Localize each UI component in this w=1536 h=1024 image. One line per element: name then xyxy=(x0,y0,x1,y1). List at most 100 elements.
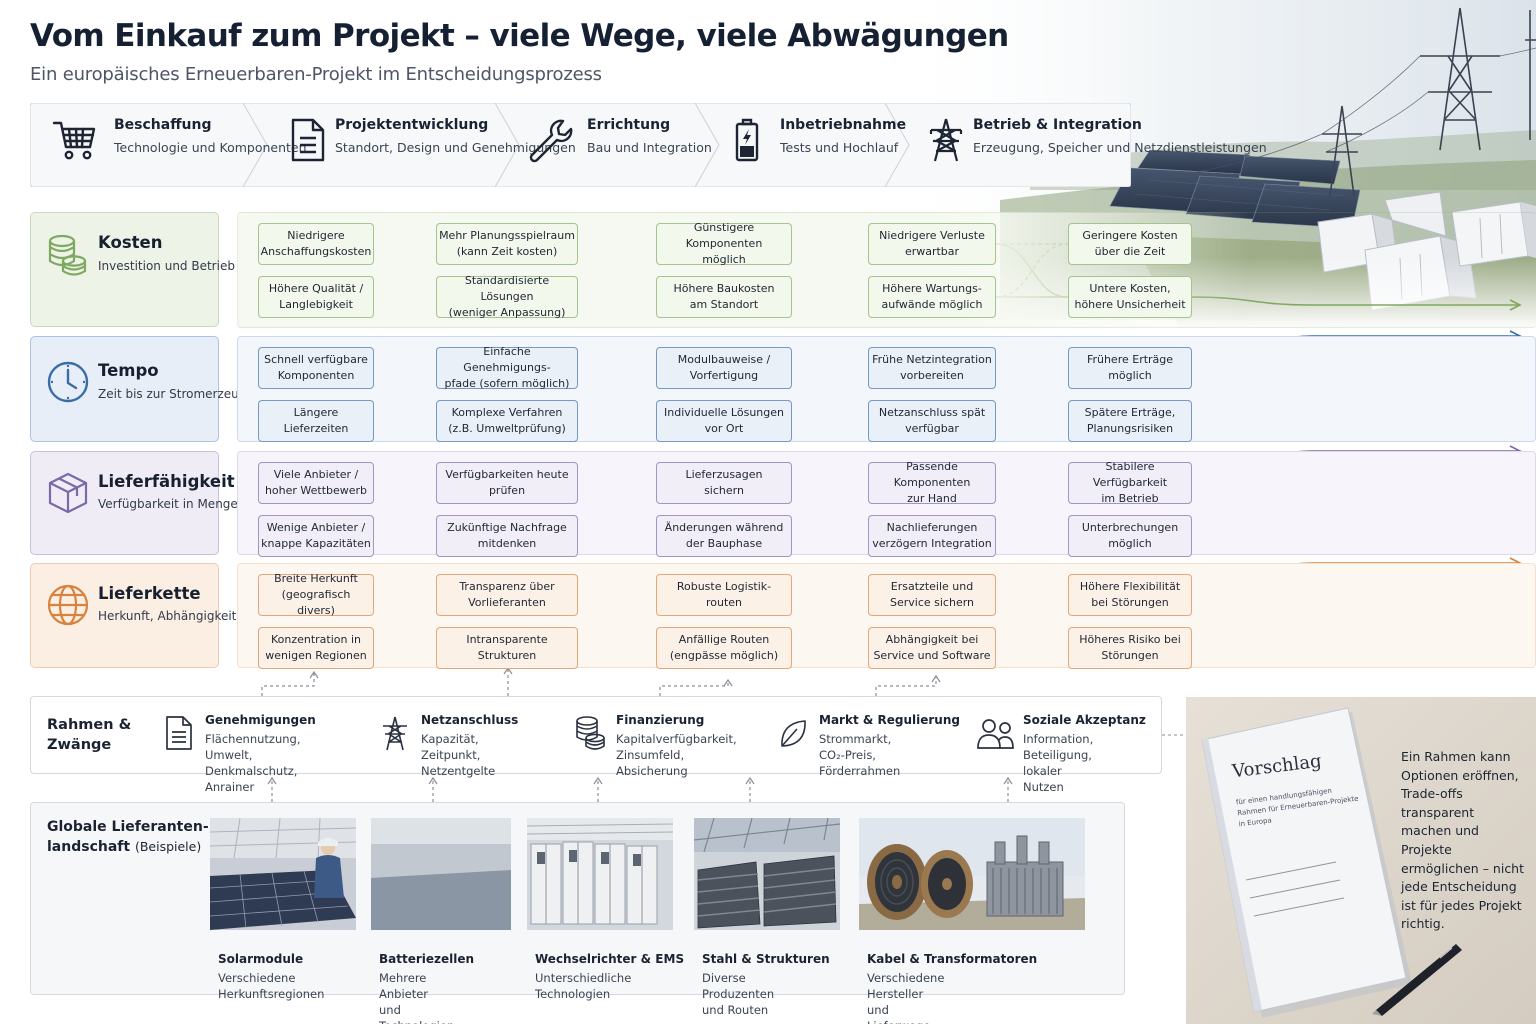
wrench-icon xyxy=(529,119,573,163)
package-icon xyxy=(48,472,88,514)
arrow-head xyxy=(745,776,755,785)
option-box[interactable]: Abhängigkeit bei Service und Software xyxy=(868,627,996,669)
constraint-desc: Strommarkt, CO₂-Preis, Förderrahmen xyxy=(819,732,901,778)
constraint-arrows xyxy=(261,666,1184,802)
category-desc: Zeit bis zur Stromerzeugung xyxy=(98,387,270,401)
phase-errichtung[interactable]: Errichtung Bau und Integration xyxy=(507,103,712,187)
option-box[interactable]: Höhere Qualität / Langlebigkeit xyxy=(258,276,374,318)
option-box[interactable]: Wenige Anbieter / knappe Kapazitäten xyxy=(258,515,374,557)
category-title: Lieferfähigkeit xyxy=(98,472,235,491)
option-box[interactable]: Höheres Risiko bei Störungen xyxy=(1068,627,1192,669)
option-box[interactable]: Unterbrechungen möglich xyxy=(1068,515,1192,557)
option-box[interactable]: Schnell verfügbare Komponenten xyxy=(258,347,374,389)
option-box[interactable]: Passende Komponenten zur Hand xyxy=(868,460,996,505)
option-box[interactable]: Höhere Wartungs- aufwände möglich xyxy=(868,276,996,318)
constraint-arrow xyxy=(659,680,729,696)
option-box[interactable]: Ersatzteile und Service sichern xyxy=(868,574,996,616)
phase-title: Beschaffung xyxy=(114,117,212,133)
option-box[interactable]: Nachlieferungen verzögern Integration xyxy=(868,515,996,557)
people-icon xyxy=(977,719,1014,749)
arrow-head xyxy=(267,776,277,785)
globe-icon xyxy=(47,584,89,626)
global-title-hint: (Beispiele) xyxy=(134,839,202,854)
phase-inbetriebnahme[interactable]: Inbetriebnahme Tests und Hochlauf xyxy=(707,103,906,187)
option-box[interactable]: Niedrigere Verluste erwartbar xyxy=(868,223,996,265)
arrow-head xyxy=(1003,776,1013,785)
phase-desc: Bau und Integration xyxy=(587,140,712,155)
option-box[interactable]: Verfügbarkeiten heute prüfen xyxy=(436,462,578,504)
constraint-title: Soziale Akzeptanz xyxy=(1023,713,1146,727)
category-title: Kosten xyxy=(98,233,163,252)
option-box[interactable]: Untere Kosten, höhere Unsicherheit xyxy=(1068,276,1192,318)
phase-desc: Tests und Hochlauf xyxy=(780,140,899,155)
coins-icon xyxy=(48,234,87,276)
phase-chevrons xyxy=(30,103,1131,187)
option-box[interactable]: Stabilere Verfügbarkeit im Betrieb xyxy=(1068,460,1192,505)
supplier-desc: Verschiedene Herkunftsregionen xyxy=(218,971,325,1001)
option-box[interactable]: Individuelle Lösungen vor Ort xyxy=(656,400,792,442)
phase-title: Projektentwicklung xyxy=(335,117,489,133)
phase-projektentwicklung[interactable]: Projektentwicklung Standort, Design und … xyxy=(255,103,576,187)
option-box[interactable]: Spätere Erträge, Planungsrisiken xyxy=(1068,400,1192,442)
supplier-title: Solarmodule xyxy=(218,952,304,966)
arrow-head xyxy=(723,678,733,687)
option-box[interactable]: Zukünftige Nachfrage mitdenken xyxy=(436,515,578,557)
option-box[interactable]: Breite Herkunft (geografisch divers) xyxy=(258,572,374,617)
global-title-line1: Globale Lieferanten- xyxy=(47,819,209,835)
phase-betrieb-integration[interactable]: Betrieb & Integration Erzeugung, Speiche… xyxy=(897,103,1267,187)
option-box[interactable]: Einfache Genehmigungs- pfade (sofern mög… xyxy=(436,345,578,390)
option-box[interactable]: Änderungen während der Bauphase xyxy=(656,515,792,557)
shopping-cart-icon xyxy=(52,121,96,160)
option-box[interactable]: Niedrigere Anschaffungskosten xyxy=(258,223,374,265)
category-title: Tempo xyxy=(98,361,159,380)
option-box[interactable]: Konzentration in wenigen Regionen xyxy=(258,627,374,669)
phase-desc: Erzeugung, Speicher und Netzdienstleistu… xyxy=(973,140,1267,155)
arrow-head xyxy=(931,674,941,683)
category-title: Lieferkette xyxy=(98,584,201,603)
phase-desc: Standort, Design und Genehmigungen xyxy=(335,140,576,155)
option-box[interactable]: Komplexe Verfahren (z.B. Umweltprüfung) xyxy=(436,400,578,442)
option-box[interactable]: Robuste Logistik- routen xyxy=(656,574,792,616)
global-title: Globale Lieferanten-landschaft (Beispiel… xyxy=(47,817,209,857)
phase-beschaffung[interactable]: Beschaffung Technologie und Komponenten xyxy=(30,103,307,187)
option-box[interactable]: Günstigere Komponenten möglich xyxy=(656,221,792,266)
option-box[interactable]: Lieferzusagen sichern xyxy=(656,462,792,504)
arrow-head xyxy=(309,670,319,679)
document-icon xyxy=(291,118,325,162)
option-box[interactable]: Standardisierte Lösungen (weniger Anpass… xyxy=(436,274,578,319)
constraints-panel: Rahmen & Zwänge Genehmigungen Flächennut… xyxy=(30,696,1162,794)
option-box[interactable]: Frühe Netzintegration vorbereiten xyxy=(868,347,996,389)
proposal-document xyxy=(1201,707,1412,1018)
constraint-title: Markt & Regulierung xyxy=(819,713,960,727)
supplier-title: Wechselrichter & EMS xyxy=(535,952,685,966)
solar-factory-photo xyxy=(210,818,356,930)
option-box[interactable]: Höhere Flexibilität bei Störungen xyxy=(1068,574,1192,616)
constraint-desc: Flächennutzung, Umwelt, Denkmalschutz, A… xyxy=(205,732,301,794)
power-pylon-icon xyxy=(929,118,963,162)
option-box[interactable]: Netzanschluss spät verfügbar xyxy=(868,400,996,442)
supplier-desc: Unterschiedliche Technologien xyxy=(535,971,632,1001)
page-subtitle: Ein europäisches Erneuerbaren-Projekt im… xyxy=(30,64,602,85)
global-supplier-panel: Globale Lieferanten-landschaft (Beispiel… xyxy=(30,802,1125,1024)
option-box[interactable]: Viele Anbieter / hoher Wettbewerb xyxy=(258,462,374,504)
option-box[interactable]: Anfällige Routen (engpässe möglich) xyxy=(656,627,792,669)
option-box[interactable]: Frühere Erträge möglich xyxy=(1068,347,1192,389)
option-box[interactable]: Längere Lieferzeiten xyxy=(258,400,374,442)
phase-title: Betrieb & Integration xyxy=(973,117,1142,133)
supplier-desc: Mehrere Anbieter und Technologien xyxy=(379,971,454,1024)
option-box[interactable]: Intransparente Strukturen xyxy=(436,627,578,669)
battery-icon xyxy=(735,118,759,162)
global-title-line2: landschaft xyxy=(47,839,131,855)
option-box[interactable]: Modulbauweise / Vorfertigung xyxy=(656,347,792,389)
option-box[interactable]: Mehr Planungsspielraum (kann Zeit kosten… xyxy=(436,223,578,265)
coin-stack-icon xyxy=(576,716,605,750)
option-box[interactable]: Höhere Baukosten am Standort xyxy=(656,276,792,318)
grid-pylon-icon xyxy=(383,716,407,751)
phase-title: Errichtung xyxy=(587,117,671,133)
option-box[interactable]: Transparenz über Vorlieferanten xyxy=(436,574,578,616)
option-box[interactable]: Geringere Kosten über die Zeit xyxy=(1068,223,1192,265)
